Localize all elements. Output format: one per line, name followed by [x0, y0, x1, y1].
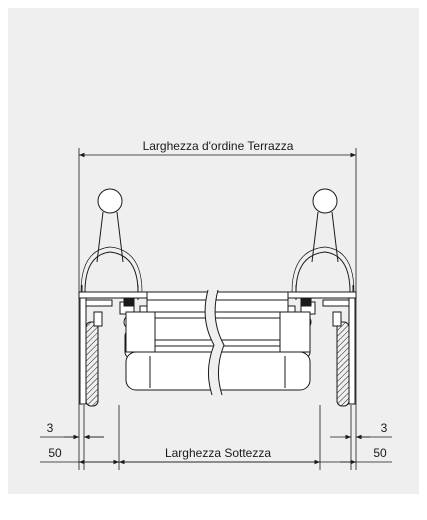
- right-outer-offset-label: 50: [373, 446, 387, 460]
- right-inner-offset-label: 3: [381, 421, 388, 435]
- drawing-panel: [8, 8, 419, 494]
- break-mark: [204, 289, 225, 396]
- left-arm-knob: [97, 188, 123, 214]
- top-width-label: Larghezza d'ordine Terrazza: [143, 139, 294, 153]
- left-outer-offset-label: 50: [48, 446, 62, 460]
- left-inner-offset-label: 3: [47, 421, 54, 435]
- bottom-width-label: Larghezza Sottezza: [165, 446, 271, 460]
- right-arm-knob: [312, 188, 338, 214]
- dimension-lines: [40, 148, 392, 470]
